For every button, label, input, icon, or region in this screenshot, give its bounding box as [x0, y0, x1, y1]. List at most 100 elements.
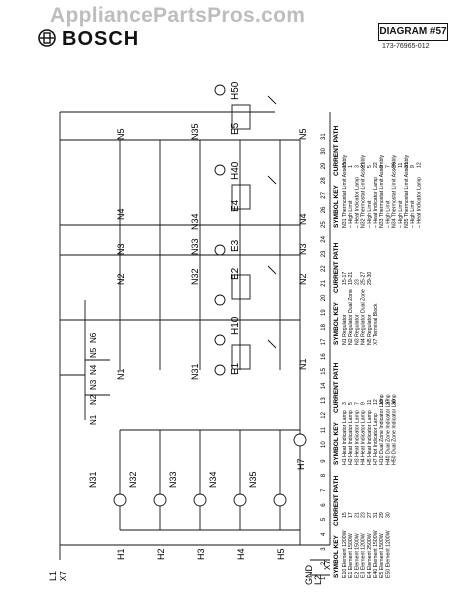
symbol-key-entry: H5 Heat Indicator Lamp: [367, 410, 373, 465]
thermostat-label-n31: N31: [88, 471, 98, 488]
diagram-number-box: DIAGRAM #57: [378, 23, 448, 41]
group3-n-side: N33: [190, 238, 200, 255]
symbol-key-entry: E40 Element 1500W: [373, 530, 379, 578]
symbol-key-entry: N3 Regulator: [354, 314, 360, 345]
column-number: 31: [321, 133, 327, 140]
symbol-key-entry: – Heat Indicator Lamp: [373, 177, 379, 228]
column-number: 8: [321, 473, 327, 477]
column-number-row: 1234567891011121314151617181920212223242…: [321, 133, 327, 580]
symbol-key-path-header: CURRENT PATH: [333, 125, 340, 176]
symbol-key-entry: N32 Thermostat Limit Assembly: [361, 154, 367, 228]
symbol-key-path: 23: [354, 279, 360, 285]
group1-h: H10: [230, 316, 241, 335]
group1-n-low: N1: [298, 358, 308, 370]
terminal-gnd: GND: [304, 565, 314, 586]
group3-n-low: N3: [298, 243, 308, 255]
group5-n-low: N5: [298, 128, 308, 140]
stack-n5: N5: [89, 347, 98, 358]
symbol-key-entry: H40 Dual Zone Indicator Lamp: [385, 394, 391, 465]
group4-h: H40: [230, 161, 241, 180]
symbol-key-title: SYMBOL KEY: [333, 184, 340, 228]
symbol-key-entry: H4 Heat Indicator Lamp: [361, 410, 367, 465]
group2-n-side: N32: [190, 268, 200, 285]
symbol-key-entry: H7 Hot Indicator Lamp: [373, 413, 379, 465]
column-number: 5: [321, 517, 327, 521]
symbol-key-path: 9: [379, 165, 385, 168]
group4-e: E4: [230, 199, 241, 212]
symbol-key-title: SYMBOL KEY: [333, 534, 340, 578]
symbol-key-path: 3: [342, 402, 348, 405]
symbol-key-entry: E3 Element 1200W: [361, 533, 367, 578]
column-number: 9: [321, 459, 327, 463]
symbol-key-entry: H50 Dual Zone Indicator Lamp: [392, 394, 398, 465]
terminal-l2: L2: [313, 575, 323, 585]
symbol-key-entry: N1 Regulator: [342, 314, 348, 345]
symbol-key-entry: H2 Heat Indicator Lamp: [348, 410, 354, 465]
symbol-key-path: 29: [379, 512, 385, 518]
symbol-key-entry: N34 Thermostat Limit Assembly: [392, 154, 398, 228]
control-group-1: E1 H10 N1 N31 N1: [116, 316, 308, 380]
control-group-3: E3 N3 N33 N3: [116, 238, 308, 255]
symbol-key-entry: – Heat Indicator Lamp: [416, 177, 422, 228]
terminal-x7-top: X7: [59, 571, 68, 581]
lamp-label-h4: H4: [236, 548, 246, 560]
symbol-key-entry: – High Limit: [410, 200, 416, 228]
symbol-key-entry: N35 Thermostat Limit Assembly: [404, 154, 410, 228]
part-number: 173-76965-012: [382, 43, 430, 50]
control-group-2: E2 N2 N32 N2: [116, 267, 308, 285]
column-number: 7: [321, 488, 327, 492]
stack-n1: N1: [89, 414, 98, 425]
symbol-key-entry: H10 Dual Zone Indicator Lamp: [379, 394, 385, 465]
column-number: 20: [321, 294, 327, 301]
column-number: 16: [321, 353, 327, 360]
column-number: 30: [321, 147, 327, 154]
symbol-key-entry: – High Limit: [385, 200, 391, 228]
group3-n-main: N3: [116, 243, 126, 255]
symbol-key-entry: N33 Thermostat Limit Assembly: [379, 154, 385, 228]
symbol-key-path: 26: [392, 162, 398, 168]
group4-n-main: N4: [116, 208, 126, 220]
symbol-key-path: 9: [410, 165, 416, 168]
group4-n-side: N34: [190, 213, 200, 230]
symbol-key-path: 12: [416, 162, 422, 168]
group2-n-main: N2: [116, 273, 126, 285]
stack-n4: N4: [89, 364, 98, 375]
symbol-key-entry: N2 Regulator Dual Zone: [348, 289, 354, 345]
symbol-key-path: 19-21: [348, 272, 354, 285]
symbol-key-path: 11: [398, 163, 404, 168]
terminal-l1: L1: [48, 571, 58, 581]
symbol-key-path: 7: [385, 165, 391, 168]
symbol-key-entry: – High Limit: [367, 200, 373, 228]
symbol-key-entry: E10 Element 1200W: [342, 530, 348, 578]
group5-n-side: N35: [190, 123, 200, 140]
column-number: 2: [321, 561, 327, 565]
column-number: 1: [321, 576, 327, 580]
group5-e: E5: [230, 122, 241, 135]
thermostat-label-n34: N34: [208, 471, 218, 488]
stack-n2: N2: [89, 394, 98, 405]
symbol-key-path: 31: [404, 162, 410, 168]
watermark-text: AppliancePartsPros.com: [50, 4, 306, 27]
symbol-key-path: 11: [367, 400, 373, 405]
symbol-key-title: SYMBOL KEY: [333, 421, 340, 465]
symbol-key-entry: – High Limit: [398, 200, 404, 228]
symbol-key-path: 5: [348, 402, 354, 405]
group4-n-low: N4: [298, 213, 308, 225]
stack-n3: N3: [89, 379, 98, 390]
column-number: 3: [321, 547, 327, 551]
symbol-key-entry: N5 Regulator: [367, 314, 373, 345]
column-number: 27: [321, 191, 327, 198]
symbol-key-path: 21: [354, 512, 360, 518]
symbol-key-path: 15: [342, 162, 348, 168]
column-number: 10: [321, 441, 327, 448]
lamp-label-h7: H7: [296, 458, 306, 470]
symbol-key-entry: N31 Thermostat Limit Assembly: [342, 154, 348, 228]
symbol-key-path: 21: [361, 162, 367, 168]
group3-e: E3: [230, 239, 241, 252]
column-number: 23: [321, 250, 327, 257]
column-number: 25: [321, 221, 327, 228]
symbol-key-path: 30: [385, 512, 391, 518]
lamp-label-h1: H1: [116, 548, 126, 560]
